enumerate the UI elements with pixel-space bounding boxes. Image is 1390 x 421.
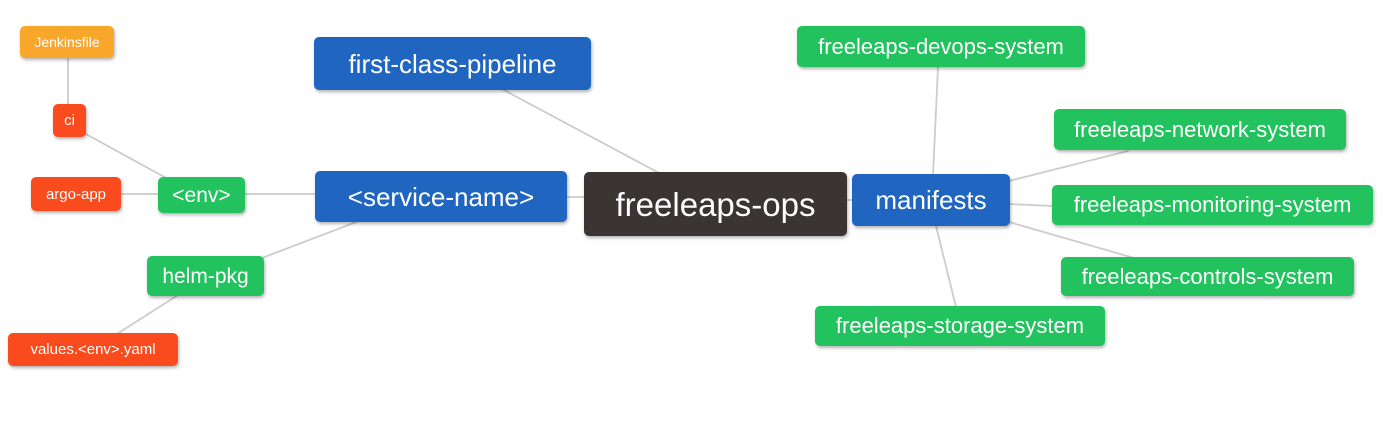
mindmap-node-label: freeleaps-controls-system — [1081, 263, 1334, 289]
mindmap-node-label: argo-app — [45, 185, 107, 203]
edge-helm-pkg-to-service-name — [261, 220, 360, 259]
mindmap-node-label: values.<env>.yaml — [30, 341, 156, 358]
edge-first-class-pipeline-to-freeleaps-ops — [501, 88, 660, 174]
mindmap-node-values-env-yaml[interactable]: values.<env>.yaml — [8, 333, 178, 366]
mindmap-node-label: ci — [64, 112, 75, 129]
mindmap-node-label: freeleaps-devops-system — [818, 33, 1064, 59]
edge-ci-to-env — [83, 132, 169, 180]
mindmap-node-freeleaps-devops-system[interactable]: freeleaps-devops-system — [797, 26, 1085, 67]
mindmap-node-label: first-class-pipeline — [348, 48, 557, 79]
mindmap-node-label: helm-pkg — [162, 264, 249, 288]
mindmap-node-service-name[interactable]: <service-name> — [315, 171, 567, 222]
edge-manifests-to-freeleaps-storage-system — [935, 225, 957, 308]
mindmap-node-freeleaps-storage-system[interactable]: freeleaps-storage-system — [815, 306, 1105, 346]
mindmap-node-label: freeleaps-ops — [615, 185, 816, 223]
edge-values-env-yaml-to-helm-pkg — [116, 294, 179, 335]
mindmap-node-manifests[interactable]: manifests — [852, 174, 1010, 226]
mindmap-node-label: freeleaps-monitoring-system — [1073, 192, 1352, 217]
mindmap-node-first-class-pipeline[interactable]: first-class-pipeline — [314, 37, 591, 90]
mindmap-node-freeleaps-network-system[interactable]: freeleaps-network-system — [1054, 109, 1346, 150]
mindmap-node-argo-app[interactable]: argo-app — [31, 177, 121, 211]
mindmap-node-label: <service-name> — [347, 181, 535, 212]
mindmap-node-freeleaps-controls-system[interactable]: freeleaps-controls-system — [1061, 257, 1354, 296]
edge-manifests-to-freeleaps-network-system — [1008, 150, 1129, 182]
edge-manifests-to-freeleaps-devops-system — [932, 66, 939, 176]
mindmap-node-label: freeleaps-network-system — [1074, 116, 1326, 142]
mindmap-node-label: Jenkinsfile — [34, 34, 100, 50]
mindmap-node-label: manifests — [875, 185, 987, 215]
mindmap-node-label: <env> — [172, 183, 231, 207]
mindmap-node-freeleaps-ops[interactable]: freeleaps-ops — [584, 172, 847, 236]
mindmap-node-helm-pkg[interactable]: helm-pkg — [147, 256, 264, 296]
edge-manifests-to-freeleaps-monitoring-system — [1008, 203, 1054, 207]
mindmap-node-freeleaps-monitoring-system[interactable]: freeleaps-monitoring-system — [1052, 185, 1373, 225]
mindmap-node-label: freeleaps-storage-system — [835, 313, 1085, 338]
mindmap-node-ci[interactable]: ci — [53, 104, 86, 137]
mindmap-node-jenkinsfile[interactable]: Jenkinsfile — [20, 26, 114, 58]
mindmap-node-env[interactable]: <env> — [158, 177, 245, 213]
edge-manifests-to-freeleaps-controls-system — [1008, 221, 1135, 259]
